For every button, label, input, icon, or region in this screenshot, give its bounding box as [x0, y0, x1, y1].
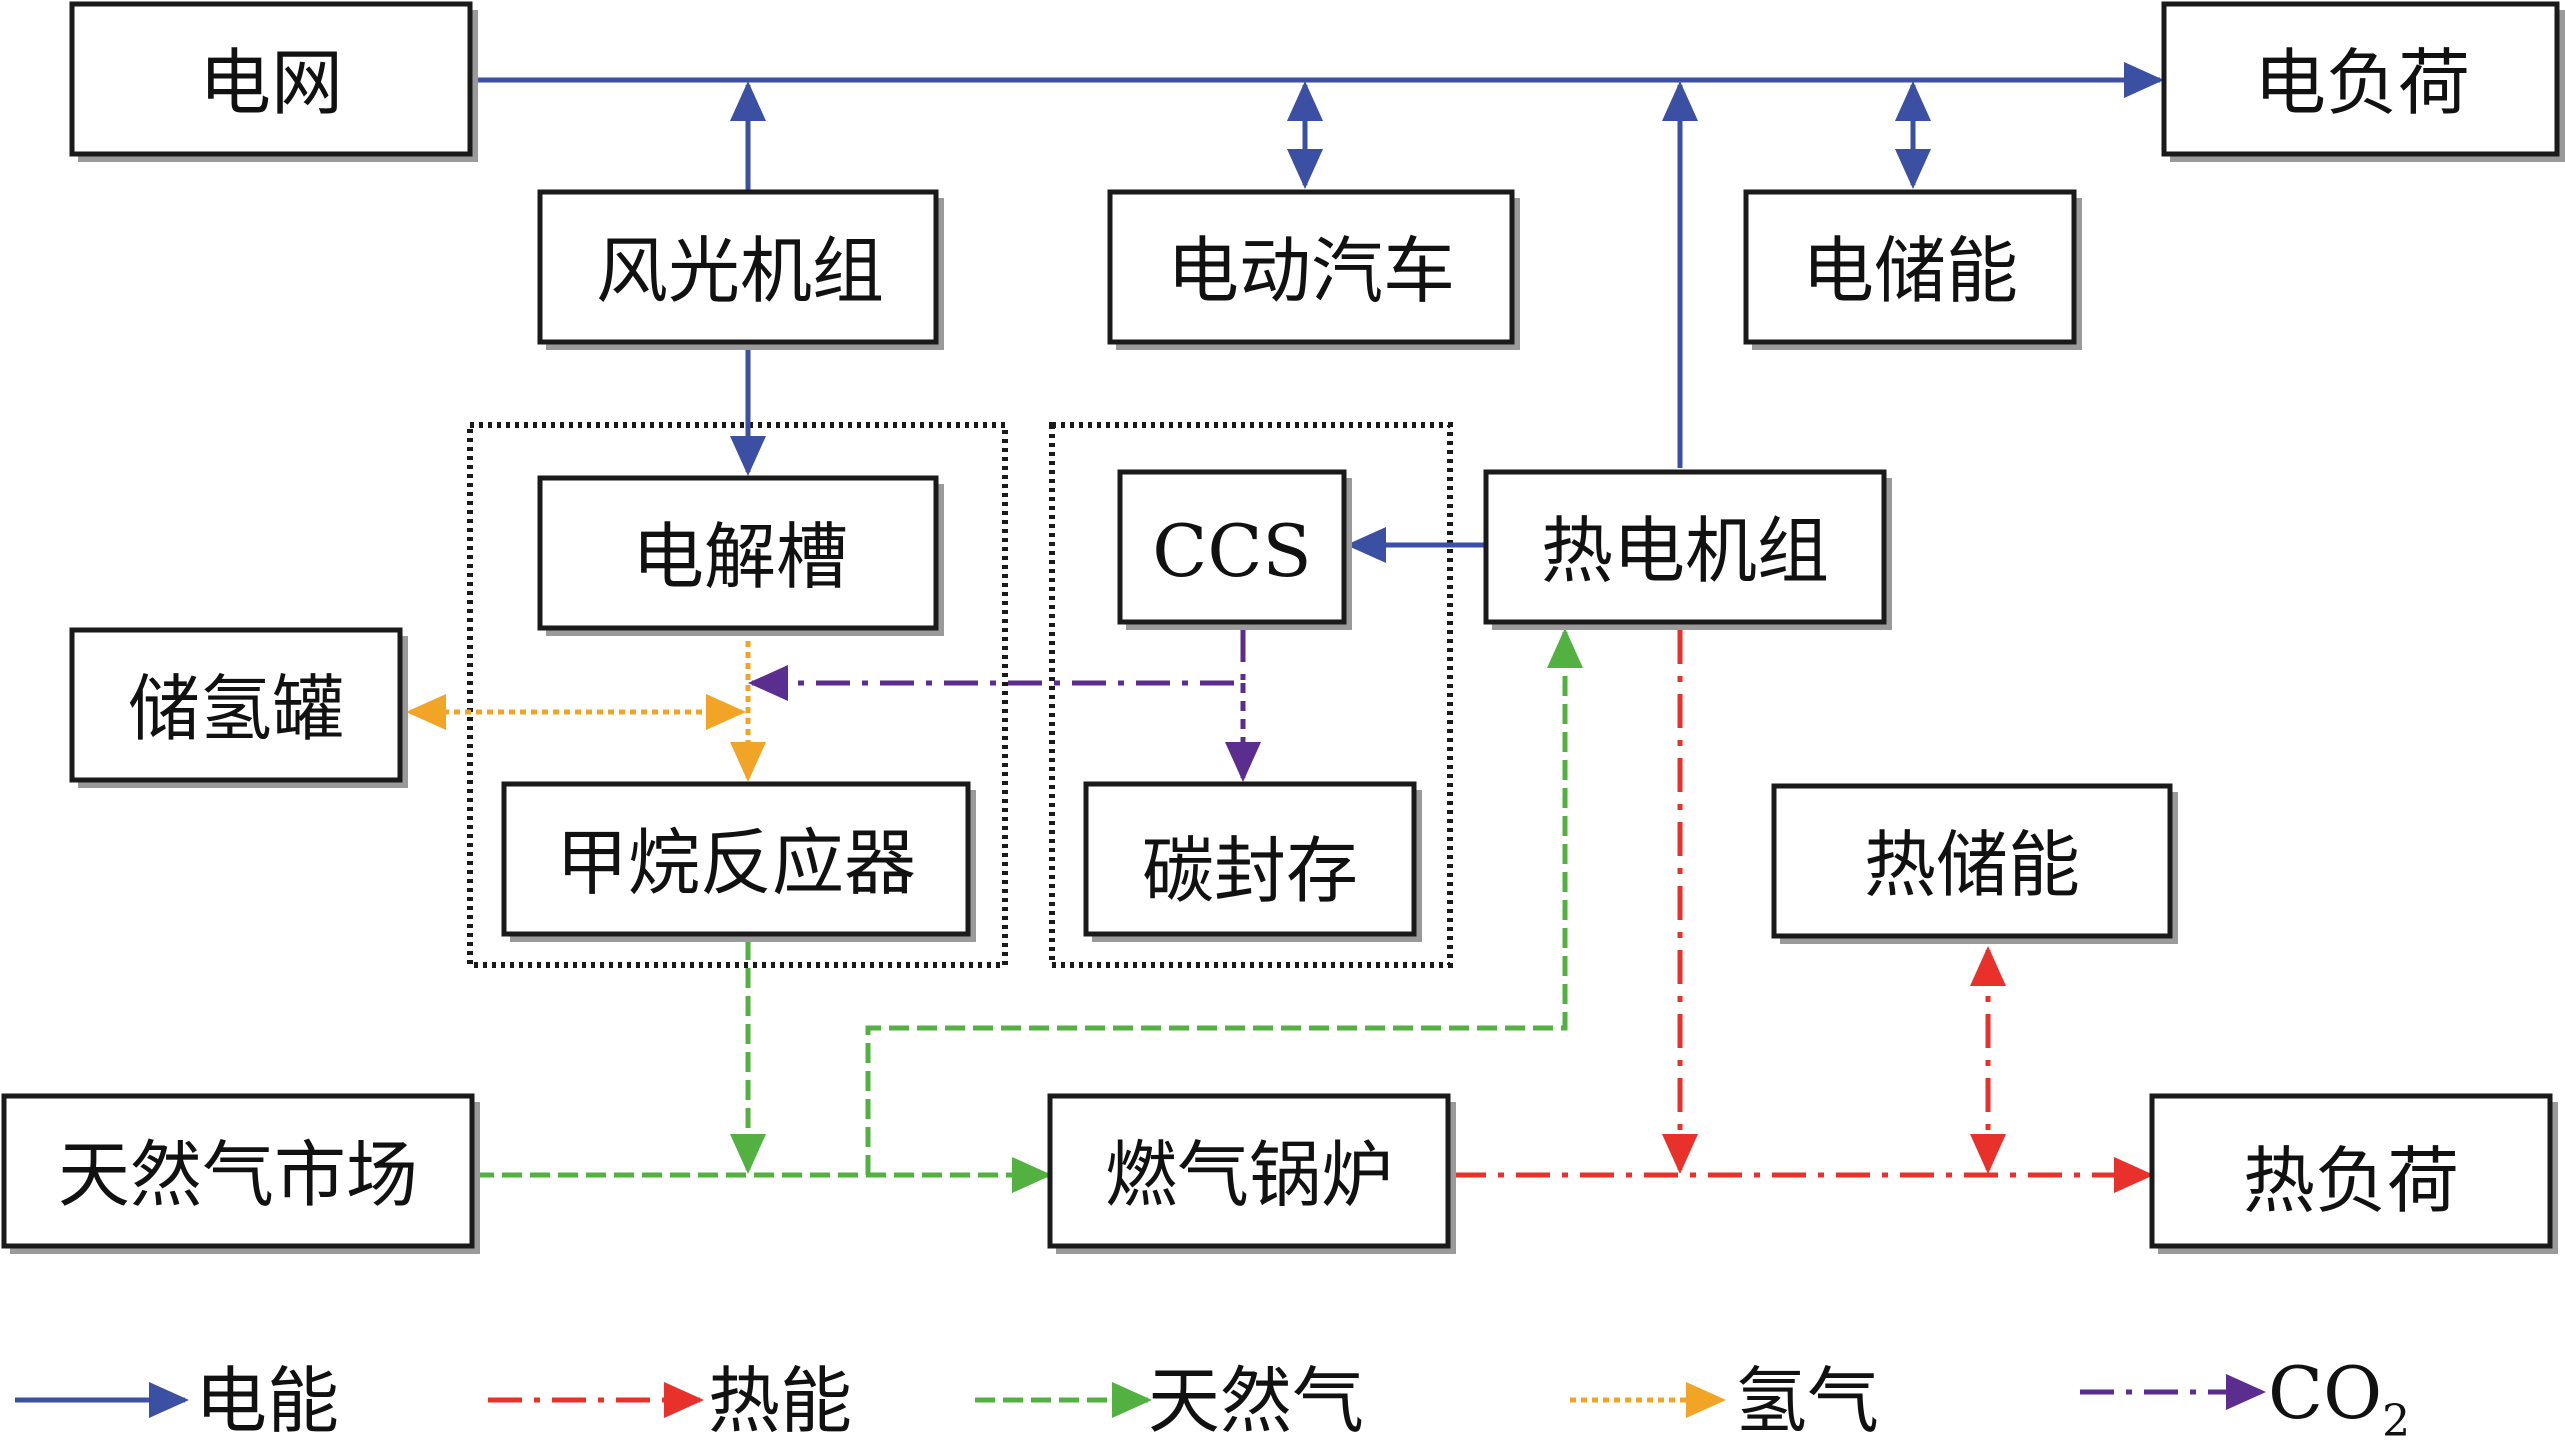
legend-label-electric: 电能 [195, 1359, 339, 1441]
node-gas-boiler-label: 燃气锅炉 [1105, 1133, 1393, 1217]
legend-item-hydrogen: 氢气 [1570, 1359, 1879, 1441]
node-h2-tank-label: 储氢罐 [128, 667, 344, 751]
co2-flows [748, 628, 1261, 782]
electric-flows [470, 62, 2164, 563]
legend-item-heat: 热能 [488, 1359, 852, 1441]
legend-item-co2: CO2 [2080, 1351, 2410, 1441]
node-methane-reactor: 甲烷反应器 [501, 781, 976, 942]
group-frame-carbon [1049, 422, 1453, 968]
node-heat-load: 热负荷 [2149, 1093, 2558, 1254]
node-ev: 电动汽车 [1107, 189, 1520, 350]
legend-label-hydrogen: 氢气 [1735, 1359, 1879, 1441]
node-gas-boiler: 燃气锅炉 [1047, 1093, 1456, 1254]
node-ev-label: 电动汽车 [1167, 229, 1455, 313]
node-chp: 热电机组 [1483, 469, 1892, 630]
node-chp-label: 热电机组 [1541, 509, 1829, 593]
heat-flows [1452, 630, 2154, 1193]
node-grid-label: 电网 [199, 41, 343, 125]
node-grid: 电网 [69, 1, 478, 162]
gas-flows [474, 628, 1583, 1193]
legend-label-gas: 天然气 [1148, 1359, 1364, 1441]
legend-label-co2-sub: 2 [2382, 1396, 2410, 1441]
node-wind-solar-label: 风光机组 [596, 229, 884, 313]
legend: 电能 热能 天然气 氢气 CO2 [15, 1351, 2410, 1441]
legend-item-gas: 天然气 [975, 1359, 1364, 1441]
node-electrolyzer-label: 电解槽 [632, 515, 848, 599]
node-carbon-storage-label: 碳封存 [1142, 829, 1358, 913]
flow-gas-line-to-chp [865, 628, 1583, 1175]
node-heat-load-label: 热负荷 [2243, 1139, 2459, 1223]
node-ccs-label: CCS [1152, 509, 1312, 593]
node-electric-storage-label: 电储能 [1802, 229, 2018, 313]
node-methane-reactor-label: 甲烷反应器 [556, 821, 916, 905]
node-heat-storage-label: 热储能 [1864, 823, 2080, 907]
hydrogen-flows [406, 630, 766, 782]
node-electric-storage: 电储能 [1743, 189, 2082, 350]
node-electrolyzer: 电解槽 [537, 475, 944, 636]
node-gas-market-label: 天然气市场 [58, 1133, 418, 1217]
flow-ccs-to-electrolysis-zone [748, 628, 1246, 701]
node-h2-tank: 储氢罐 [69, 627, 408, 788]
node-ccs: CCS [1117, 469, 1352, 630]
legend-label-co2: CO2 [2268, 1351, 2410, 1441]
node-gas-market: 天然气市场 [1, 1093, 480, 1254]
node-electric-load-label: 电负荷 [2254, 41, 2470, 125]
node-heat-storage: 热储能 [1771, 783, 2178, 944]
node-wind-solar: 风光机组 [537, 189, 944, 350]
legend-item-electric: 电能 [15, 1359, 339, 1441]
legend-label-co2-main: CO [2268, 1351, 2382, 1435]
node-carbon-storage: 碳封存 [1083, 781, 1422, 942]
node-electric-load: 电负荷 [2161, 1, 2565, 162]
group-frame-electrolysis [467, 422, 1008, 968]
legend-label-heat: 热能 [708, 1359, 852, 1441]
